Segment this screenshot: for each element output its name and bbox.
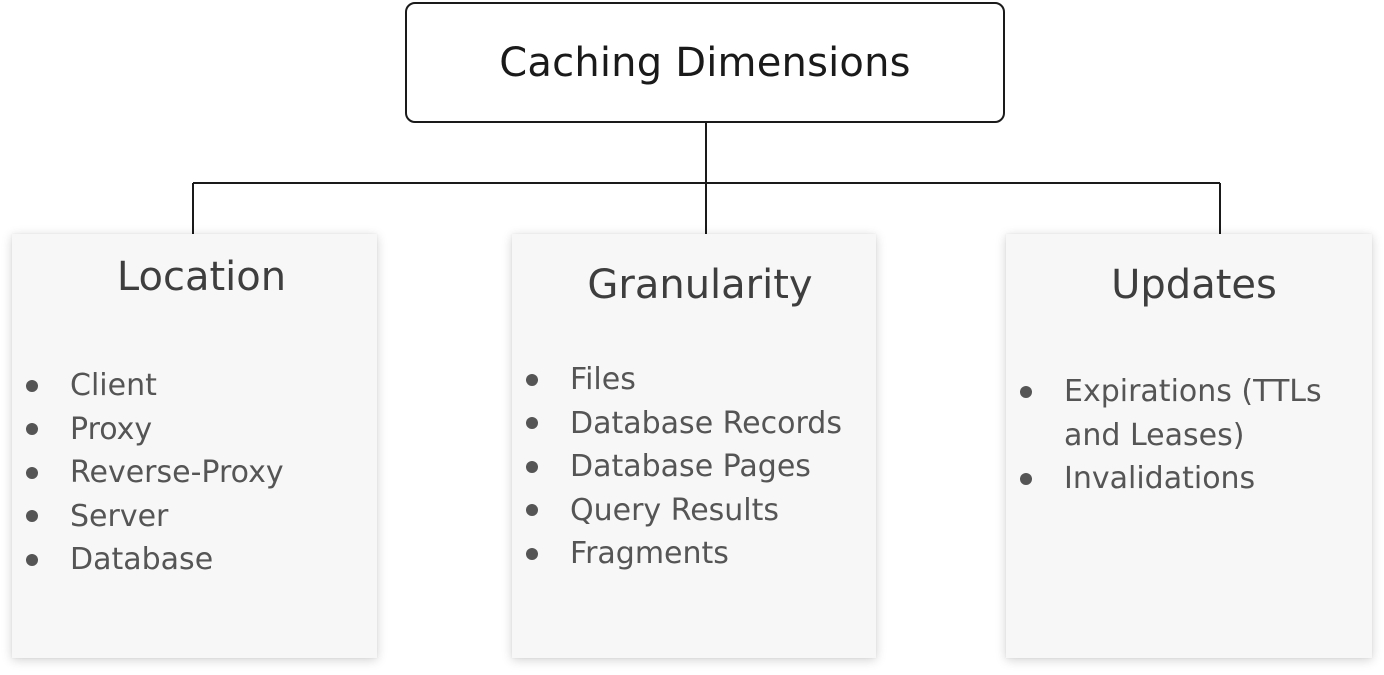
bullet-icon [526,373,538,386]
list-item: Server [12,495,377,539]
category-card-location: Location Client Proxy Reverse-Proxy Serv… [12,234,377,658]
list-item: Database [12,538,377,582]
list-item: Database Records [512,402,876,446]
list-item: Client [12,364,377,408]
bullet-icon [26,553,38,566]
list-item: Expirations (TTLs and Leases) [1006,370,1372,457]
bullet-icon [26,423,38,435]
bullet-icon [1020,385,1032,398]
list-item: Invalidations [1006,457,1372,501]
list-item: Query Results [512,489,876,533]
list-item: Files [512,358,876,402]
category-list: Expirations (TTLs and Leases) Invalidati… [1006,370,1372,501]
bullet-icon [526,417,538,429]
category-card-granularity: Granularity Files Database Records Datab… [512,234,876,658]
bullet-icon [526,547,538,560]
root-title: Caching Dimensions [499,39,911,86]
root-node: Caching Dimensions [405,2,1005,123]
bullet-icon [26,379,38,392]
bullet-icon [1020,472,1032,485]
category-list: Client Proxy Reverse-Proxy Server Databa… [12,364,377,582]
category-list: Files Database Records Database Pages Qu… [512,358,876,576]
list-item: Proxy [12,408,377,452]
bullet-icon [26,466,38,479]
bullet-icon [526,460,538,473]
category-title: Location [116,254,287,300]
list-item: Reverse-Proxy [12,451,377,495]
list-item: Database Pages [512,445,876,489]
category-title: Updates [1111,262,1277,308]
bullet-icon [526,504,538,516]
category-title: Granularity [587,262,813,308]
category-card-updates: Updates Expirations (TTLs and Leases) In… [1006,234,1372,658]
list-item: Fragments [512,532,876,576]
bullet-icon [26,510,38,522]
